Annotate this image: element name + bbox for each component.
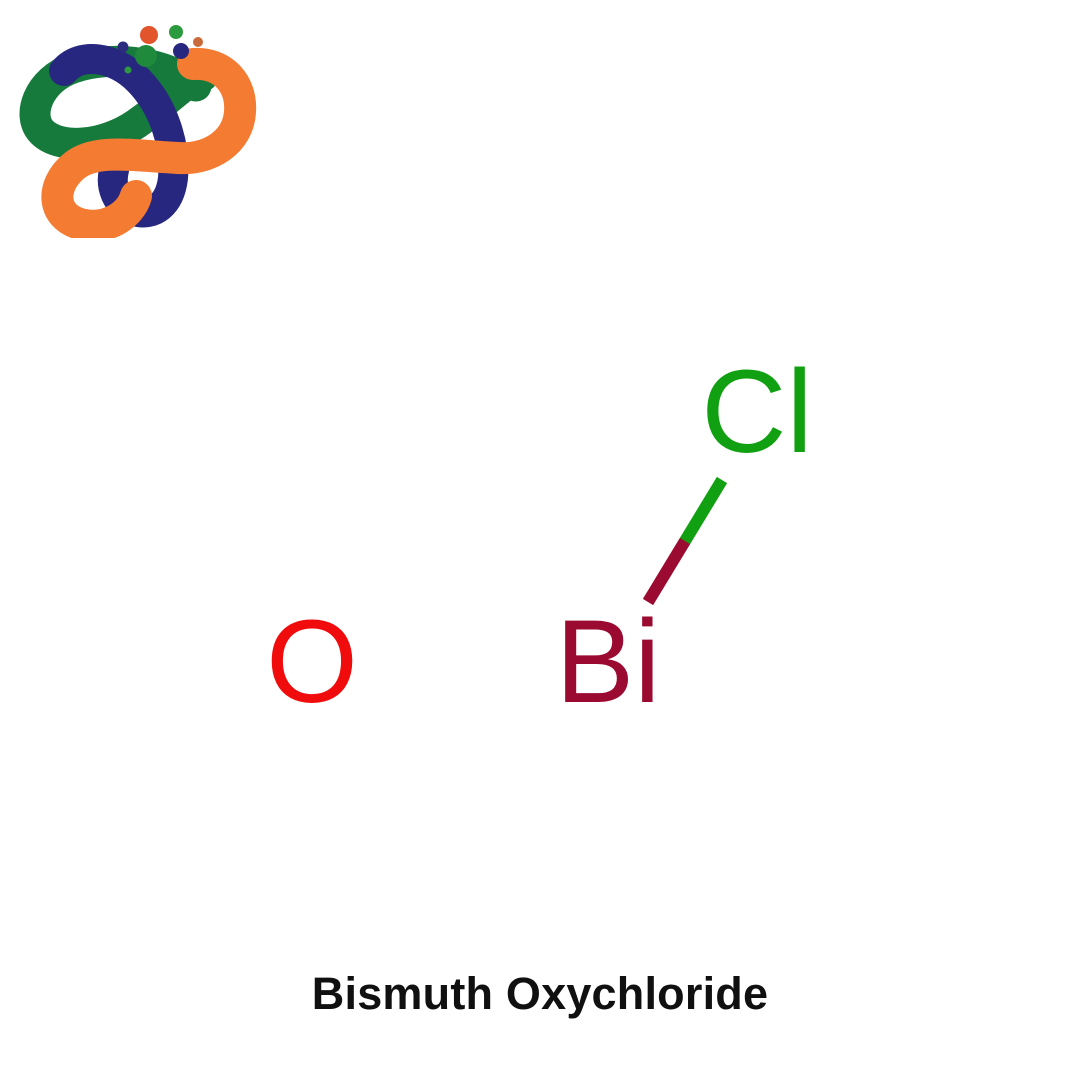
- logo-dot-navy-small: [117, 41, 129, 53]
- logo-dot-orange-large: [140, 26, 158, 44]
- brand-logo-graphic: [19, 25, 257, 238]
- molecule-diagram: O Bi Cl: [0, 330, 1080, 800]
- logo-dot-green-large: [135, 45, 157, 67]
- atom-label-bismuth: Bi: [556, 596, 661, 728]
- logo-dot-navy-medium: [173, 43, 189, 59]
- bond-bismuth-chlorine-line: [642, 476, 728, 606]
- logo-dot-green-tiny: [124, 66, 132, 74]
- molecule-svg: O Bi Cl: [266, 346, 813, 728]
- logo-ribbon-orange: [41, 47, 257, 238]
- compound-caption: Bismuth Oxychloride: [311, 968, 769, 1019]
- logo-dot-orange-small: [193, 37, 203, 47]
- atom-label-oxygen: O: [266, 596, 358, 728]
- logo-dot-green-medium: [169, 25, 183, 39]
- brand-logo: [18, 8, 258, 238]
- atom-label-chlorine: Cl: [701, 346, 812, 478]
